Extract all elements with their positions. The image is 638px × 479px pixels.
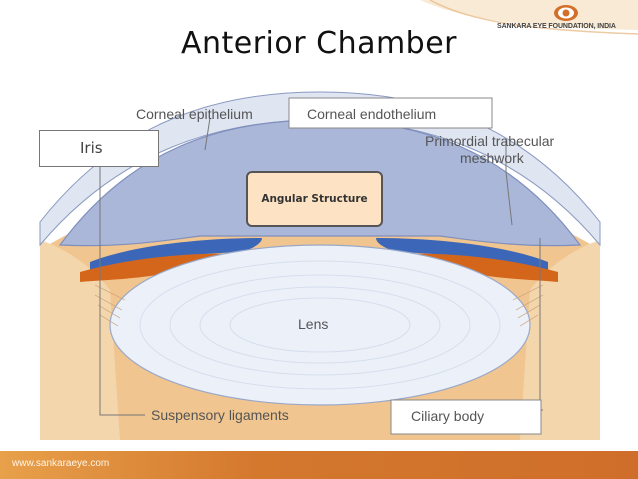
lens bbox=[109, 244, 531, 406]
iris-label: Iris bbox=[39, 130, 159, 167]
corneal-endothelium-label: Corneal endothelium bbox=[307, 106, 437, 122]
corneal-epithelium-label: Corneal epithelium bbox=[136, 106, 253, 122]
lens-label: Lens bbox=[298, 316, 329, 332]
primordial-trabecular-label-line1: Primordial trabecular bbox=[425, 133, 555, 149]
cornea-outer bbox=[39, 91, 601, 247]
page-title: Anterior Chamber bbox=[180, 26, 458, 61]
footer-url: www.sankaraeye.com bbox=[12, 458, 110, 469]
angular-structure-label: Angular Structure bbox=[246, 171, 383, 227]
primordial-trabecular-label-line2: meshwork bbox=[460, 150, 524, 166]
footer-bar: www.sankaraeye.com bbox=[0, 451, 638, 479]
ciliary-body-label: Ciliary body bbox=[411, 408, 485, 424]
logo-text: SANKARA EYE FOUNDATION, INDIA bbox=[497, 23, 616, 30]
header-swoosh-graphic bbox=[420, 0, 638, 35]
sankara-logo-icon bbox=[554, 5, 578, 21]
suspensory-ligaments-label: Suspensory ligaments bbox=[151, 407, 289, 423]
suspensory-ligaments-right bbox=[512, 284, 544, 327]
